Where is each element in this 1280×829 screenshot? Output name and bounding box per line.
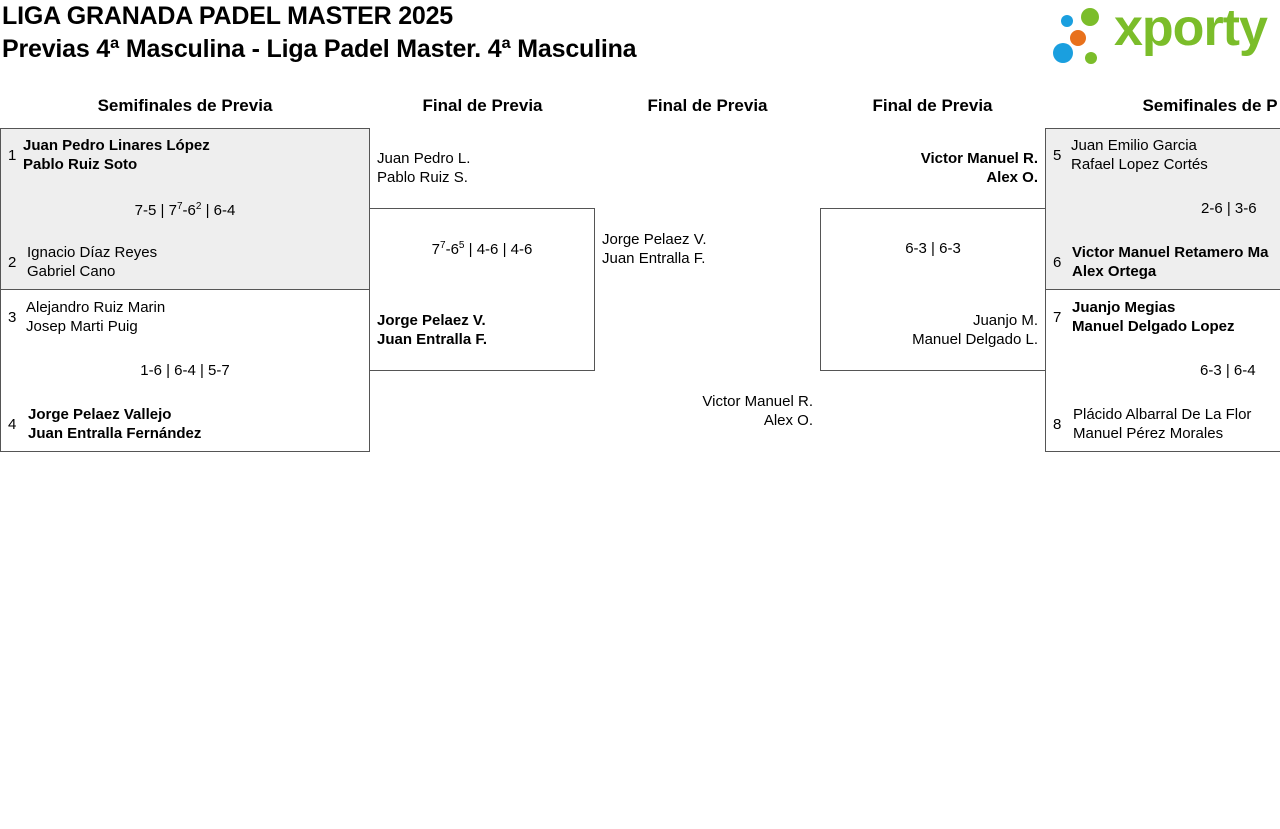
left-semi-match-1[interactable]: 1 Juan Pedro Linares López Pablo Ruiz So… xyxy=(0,128,370,290)
team-name: Jorge Pelaez V. xyxy=(377,312,486,329)
player-name: Josep Marti Puig xyxy=(26,318,138,335)
match-score: 6-3 | 6-4 xyxy=(1200,362,1256,379)
player-name: Victor Manuel Retamero Ma xyxy=(1072,244,1269,261)
team-name: Jorge Pelaez V. xyxy=(602,231,707,248)
team-name: Manuel Delgado L. xyxy=(912,331,1038,348)
seed-number: 5 xyxy=(1053,147,1062,164)
player-name: Juan Emilio Garcia xyxy=(1071,137,1197,154)
player-name: Manuel Pérez Morales xyxy=(1073,425,1224,442)
team-name: Victor Manuel R. xyxy=(920,150,1038,167)
player-name: Plácido Albarral De La Flor xyxy=(1073,406,1252,423)
match-score: 2-6 | 3-6 xyxy=(1201,200,1257,217)
seed-number: 4 xyxy=(8,416,17,433)
round-header-1: Semifinales de Previa xyxy=(97,96,273,115)
round-header-4: Final de Previa xyxy=(872,96,993,115)
team-name: Juan Entralla F. xyxy=(377,331,488,348)
team-name: Juanjo M. xyxy=(972,312,1038,329)
player-name: Manuel Delgado Lopez xyxy=(1072,318,1235,335)
page-title: LIGA GRANADA PADEL MASTER 2025 xyxy=(2,2,454,30)
team-name: Juan Pedro L. xyxy=(377,150,471,167)
team-name: Alex O. xyxy=(986,169,1038,186)
page-subtitle: Previas 4ª Masculina - Liga Padel Master… xyxy=(2,35,637,63)
xporty-logo[interactable]: xporty xyxy=(1052,0,1278,66)
player-name: Pablo Ruiz Soto xyxy=(23,156,138,173)
left-final-match[interactable]: 77-65 | 4-6 | 4-6 Jorge Pelaez V. Juan E… xyxy=(369,208,595,371)
left-semi-match-2[interactable]: 3 Alejandro Ruiz Marin Josep Marti Puig … xyxy=(0,289,370,452)
player-name: Ignacio Díaz Reyes xyxy=(27,244,158,261)
round-header-2: Final de Previa xyxy=(422,96,543,115)
player-name: Juan Pedro Linares López xyxy=(23,137,210,154)
seed-number: 8 xyxy=(1053,416,1062,433)
player-name: Alex Ortega xyxy=(1072,263,1157,280)
match-score: 6-3 | 6-3 xyxy=(905,240,961,257)
player-name: Gabriel Cano xyxy=(27,263,116,280)
player-name: Jorge Pelaez Vallejo xyxy=(28,406,172,423)
match-score: 7-5 | 77-62 | 6-4 xyxy=(134,201,236,220)
match-score: 77-65 | 4-6 | 4-6 xyxy=(431,240,533,259)
team-name: Pablo Ruiz S. xyxy=(377,169,468,186)
right-final-match[interactable]: 6-3 | 6-3 Juanjo M. Manuel Delgado L. xyxy=(820,208,1046,371)
right-semi-match-1[interactable]: 5 Juan Emilio Garcia Rafael Lopez Cortés… xyxy=(1045,128,1280,290)
logo-dot-small-blue xyxy=(1061,15,1073,27)
team-name: Alex O. xyxy=(763,412,813,429)
team-name: Victor Manuel R. xyxy=(702,393,813,410)
logo-text: xporty xyxy=(1114,0,1268,57)
player-name: Alejandro Ruiz Marin xyxy=(26,299,166,316)
player-name: Juan Entralla Fernández xyxy=(28,425,202,442)
round-header-5: Semifinales de P xyxy=(1142,96,1278,115)
seed-number: 2 xyxy=(8,254,17,271)
seed-number: 6 xyxy=(1053,254,1062,271)
right-semi-match-2[interactable]: 7 Juanjo Megias Manuel Delgado Lopez 6-3… xyxy=(1045,289,1280,452)
logo-dots-icon xyxy=(1053,8,1099,64)
round-header-3: Final de Previa xyxy=(647,96,768,115)
seed-number: 3 xyxy=(8,309,17,326)
seed-number: 7 xyxy=(1053,309,1062,326)
team-name: Juan Entralla F. xyxy=(602,250,706,267)
logo-dot-green xyxy=(1081,8,1099,26)
logo-dot-blue xyxy=(1053,43,1073,63)
match-score: 1-6 | 6-4 | 5-7 xyxy=(140,362,230,379)
player-name: Juanjo Megias xyxy=(1072,299,1176,316)
seed-number: 1 xyxy=(8,147,17,164)
player-name: Rafael Lopez Cortés xyxy=(1071,156,1208,173)
logo-dot-small-green xyxy=(1085,52,1097,64)
logo-dot-orange xyxy=(1070,30,1086,46)
